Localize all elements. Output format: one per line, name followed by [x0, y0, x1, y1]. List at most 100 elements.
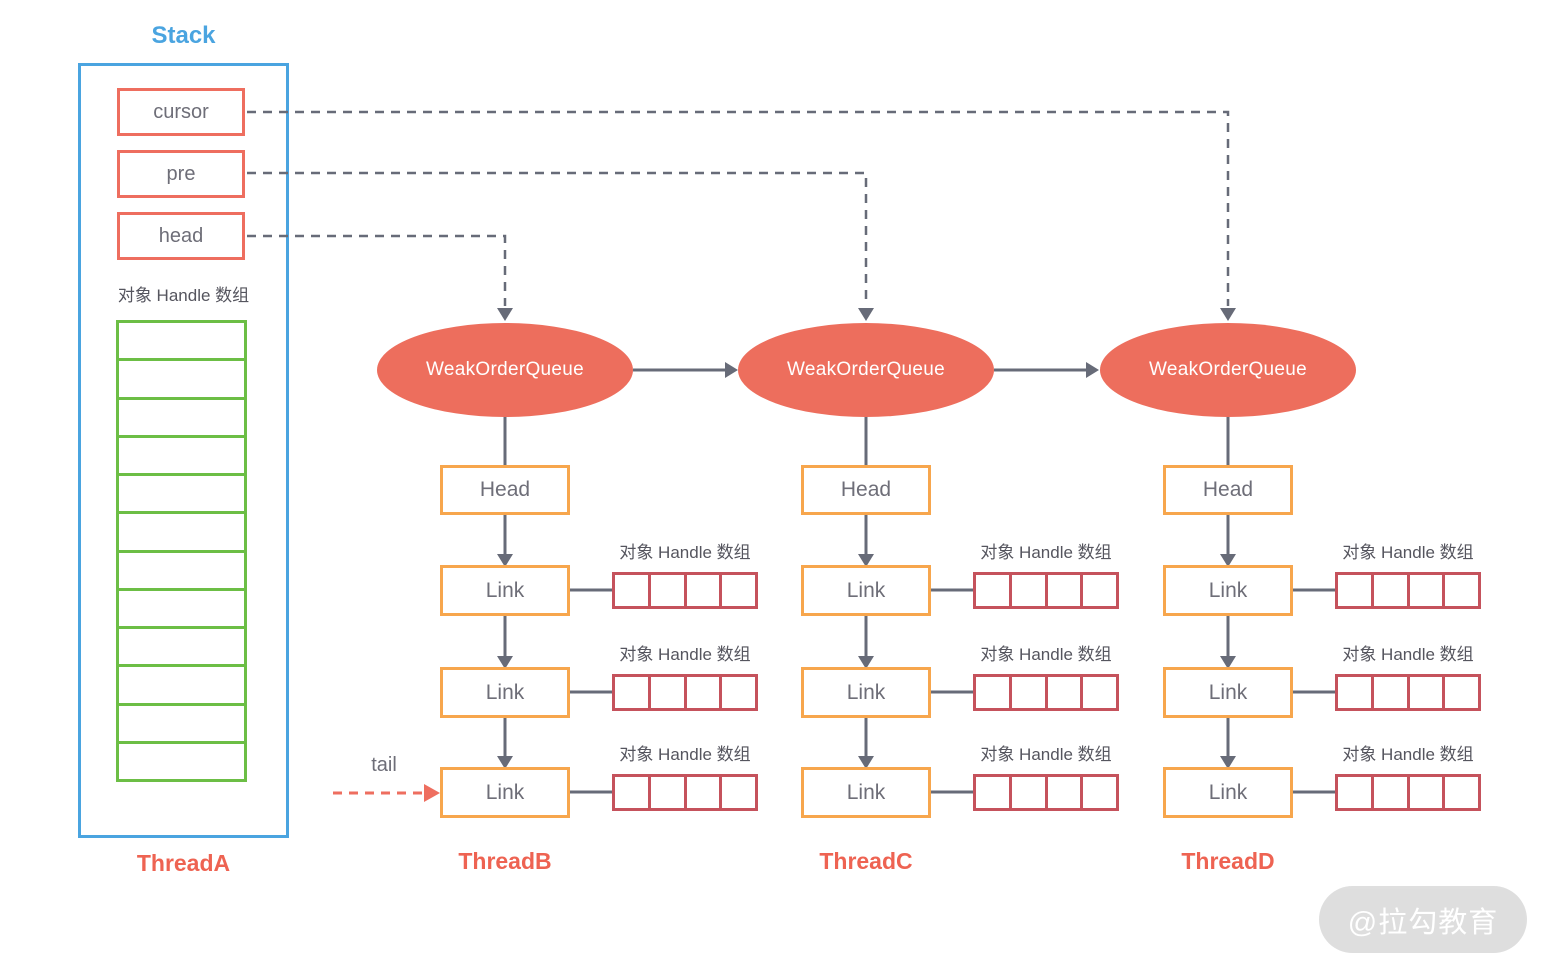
threadd-array-label-2: 对象 Handle 数组: [1342, 645, 1474, 664]
threadb-handle-array-1: [612, 572, 758, 609]
stack-array-cell: [119, 323, 244, 358]
threadc-array-label-2: 对象 Handle 数组: [980, 645, 1112, 664]
stack-array-cell: [119, 396, 244, 435]
handle-array-cell: [719, 575, 755, 606]
pre-arrowhead-icon: [858, 308, 874, 321]
stack-field-pre: pre: [117, 150, 245, 198]
stack-array-cell: [119, 664, 244, 702]
head-arrowhead-icon: [497, 308, 513, 321]
watermark-badge: @拉勾教育: [1319, 886, 1527, 953]
handle-array-cell: [976, 777, 1009, 808]
handle-array-cell: [1338, 777, 1371, 808]
column-lines: [503, 414, 1335, 794]
threadd-head-node: Head: [1163, 465, 1293, 515]
handle-array-cell: [1442, 777, 1478, 808]
thread-d-label: ThreadD: [1181, 848, 1275, 874]
queue2-to-queue3-arrowhead-icon: [1086, 362, 1099, 378]
queue-chain-arrowheads: [725, 362, 1099, 378]
threadb-handle-array-3: [612, 774, 758, 811]
threadc-link-2: Link: [801, 667, 931, 718]
handle-array-cell: [1370, 777, 1407, 808]
threadd-link-2: Link: [1163, 667, 1293, 718]
stack-array-cell: [119, 511, 244, 549]
stack-title: Stack: [151, 22, 216, 49]
handle-array-cell: [976, 575, 1009, 606]
threadb-array-label-1: 对象 Handle 数组: [619, 543, 751, 562]
threadd-link-3: Link: [1163, 767, 1293, 818]
handle-array-cell: [719, 777, 755, 808]
stack-field-head: head: [117, 212, 245, 260]
threadb-link-1: Link: [440, 565, 570, 616]
threadb-head-node: Head: [440, 465, 570, 515]
handle-array-cell: [1008, 777, 1045, 808]
stack-handle-array-label: 对象 Handle 数组: [117, 286, 250, 305]
pre-pointer-line: [247, 171, 868, 306]
threadc-array-label-1: 对象 Handle 数组: [980, 543, 1112, 562]
head-pointer-line: [247, 234, 507, 306]
cursor-pointer-line: [247, 110, 1230, 306]
handle-array-cell: [1044, 777, 1081, 808]
threadb-link-3: Link: [440, 767, 570, 818]
handle-array-cell: [647, 575, 684, 606]
handle-array-cell: [1338, 677, 1371, 708]
threadd-handle-array-3: [1335, 774, 1481, 811]
handle-array-cell: [1370, 575, 1407, 606]
handle-array-cell: [683, 777, 720, 808]
stack-array-cell: [119, 702, 244, 741]
threadc-handle-array-1: [973, 572, 1119, 609]
threadc-array-label-3: 对象 Handle 数组: [980, 745, 1112, 764]
handle-array-cell: [976, 677, 1009, 708]
thread-c-label: ThreadC: [819, 848, 913, 874]
threadc-link-1: Link: [801, 565, 931, 616]
handle-array-cell: [1080, 677, 1116, 708]
threadc-handle-array-2: [973, 674, 1119, 711]
handle-array-cell: [1406, 575, 1443, 606]
threadd-array-label-1: 对象 Handle 数组: [1342, 543, 1474, 562]
queue1-to-queue2-arrowhead-icon: [725, 362, 738, 378]
stack-array-cell: [119, 549, 244, 588]
handle-array-cell: [1008, 677, 1045, 708]
column-arrowheads: [497, 554, 1236, 769]
threadd-handle-array-1: [1335, 572, 1481, 609]
stack-array-cell: [119, 358, 244, 396]
threadb-handle-array-2: [612, 674, 758, 711]
threadd-link-1: Link: [1163, 565, 1293, 616]
tail-pointer-label: tail: [371, 754, 397, 776]
stack-handle-array: [116, 320, 247, 782]
stack-array-cell: [119, 626, 244, 664]
cursor-arrowhead-icon: [1220, 308, 1236, 321]
stack-array-cell: [119, 473, 244, 511]
stack-array-cell: [119, 587, 244, 626]
handle-array-cell: [683, 677, 720, 708]
handle-array-cell: [1044, 677, 1081, 708]
handle-array-cell: [615, 575, 648, 606]
threadc-link-3: Link: [801, 767, 931, 818]
stack-box: [78, 63, 289, 838]
weak-order-queue-3: WeakOrderQueue: [1100, 323, 1356, 417]
handle-array-cell: [647, 777, 684, 808]
handle-array-cell: [1008, 575, 1045, 606]
dashed-pointer-arrowheads: [497, 308, 1236, 321]
weak-order-queue-2: WeakOrderQueue: [738, 323, 994, 417]
handle-array-cell: [647, 677, 684, 708]
dashed-pointer-lines: [247, 110, 1230, 306]
threadc-head-node: Head: [801, 465, 931, 515]
thread-b-label: ThreadB: [458, 848, 552, 874]
thread-a-label: ThreadA: [136, 850, 231, 876]
handle-array-cell: [1442, 575, 1478, 606]
handle-array-cell: [1370, 677, 1407, 708]
handle-array-cell: [1406, 677, 1443, 708]
threadd-array-label-3: 对象 Handle 数组: [1342, 745, 1474, 764]
handle-array-cell: [719, 677, 755, 708]
handle-array-cell: [1080, 575, 1116, 606]
threadb-array-label-3: 对象 Handle 数组: [619, 745, 751, 764]
threadd-handle-array-2: [1335, 674, 1481, 711]
handle-array-cell: [683, 575, 720, 606]
handle-array-cell: [1044, 575, 1081, 606]
threadb-array-label-2: 对象 Handle 数组: [619, 645, 751, 664]
handle-array-cell: [1442, 677, 1478, 708]
stack-array-cell: [119, 434, 244, 473]
tail-arrowhead-icon: [424, 784, 440, 802]
